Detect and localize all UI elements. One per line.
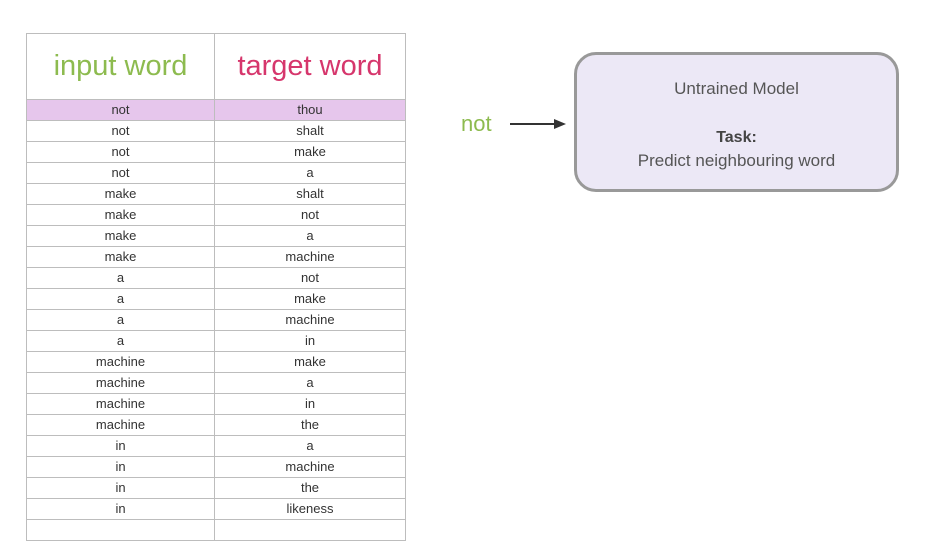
input-word-cell: not: [26, 162, 215, 184]
input-word-cell: make: [26, 225, 215, 247]
model-title: Untrained Model: [674, 79, 799, 98]
untrained-model-box: Untrained Model Task: Predict neighbouri…: [574, 52, 899, 192]
target-word-cell: a: [214, 372, 406, 394]
target-word-cell: the: [214, 477, 406, 499]
target-word-cell: machine: [214, 456, 406, 478]
target-word-cell: machine: [214, 246, 406, 268]
target-word-cell: the: [214, 414, 406, 436]
target-word-cell: make: [214, 351, 406, 373]
target-word-cell: make: [214, 288, 406, 310]
table-header-row: input word target word: [26, 33, 406, 100]
target-word-cell: a: [214, 435, 406, 457]
target-word-cell: likeness: [214, 498, 406, 520]
input-word-label: not: [461, 111, 492, 136]
input-word-cell: in: [26, 477, 215, 499]
target-word-cell: not: [214, 267, 406, 289]
input-word-cell: in: [26, 456, 215, 478]
input-word-cell: machine: [26, 393, 215, 415]
target-word-cell: in: [214, 393, 406, 415]
input-word-cell: in: [26, 435, 215, 457]
input-word-cell: in: [26, 498, 215, 520]
table-row: [26, 519, 406, 541]
input-word-cell: a: [26, 288, 215, 310]
input-word-cell: not: [26, 141, 215, 163]
input-word-cell: a: [26, 267, 215, 289]
input-word-cell: [26, 519, 215, 541]
target-word-cell: shalt: [214, 183, 406, 205]
target-word-cell: machine: [214, 309, 406, 331]
target-word-cell: in: [214, 330, 406, 352]
input-word-cell: machine: [26, 372, 215, 394]
target-word-header: target word: [214, 33, 406, 100]
target-word-cell: [214, 519, 406, 541]
target-word-cell: not: [214, 204, 406, 226]
input-word-cell: make: [26, 204, 215, 226]
target-word-cell: thou: [214, 99, 406, 121]
task-label: Task:: [716, 129, 757, 146]
target-word-cell: a: [214, 225, 406, 247]
target-word-cell: shalt: [214, 120, 406, 142]
task-description: Predict neighbouring word: [637, 151, 836, 170]
input-word-cell: a: [26, 330, 215, 352]
input-word-cell: a: [26, 309, 215, 331]
target-word-cell: a: [214, 162, 406, 184]
input-word-cell: make: [26, 183, 215, 205]
input-word-cell: not: [26, 99, 215, 121]
input-word-cell: not: [26, 120, 215, 142]
input-word-cell: machine: [26, 351, 215, 373]
right-arrow-icon: [510, 119, 566, 129]
input-word-header: input word: [26, 33, 215, 100]
input-word-cell: machine: [26, 414, 215, 436]
input-word-cell: make: [26, 246, 215, 268]
target-word-cell: make: [214, 141, 406, 163]
